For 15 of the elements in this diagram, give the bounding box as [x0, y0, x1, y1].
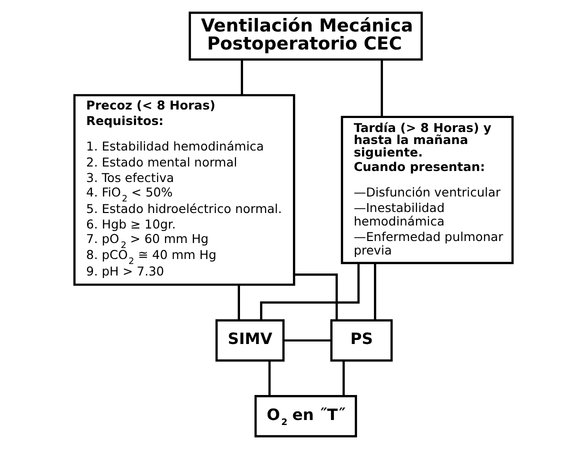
node-box: PS: [330, 319, 393, 362]
node-box: Precoz (< 8 Horas) Requisitos: 1. Estabilidad hemodinámica 2. Estado mental normal 3. Tos efectiva 4. FiO$_{2}$ < 50% 5. Estado hidroeléctrico normal. 6. Hgb ≥ 10gr. 7. pO$_{2}$ > 60 mm Hg 8. pCO$_{2}$ ≅ 40 mm Hg 9. pH > 7.30: [73, 94, 296, 286]
connector: [294, 274, 338, 320]
connector: [374, 262, 376, 320]
connector: [238, 284, 240, 320]
node-box: Tardía (> 8 Horas) y hasta la mañana siguiente. Cuando presentan: —Disfunción ventricular —Inestabilidad hemodinámica —Enfermedad pulmonar previa: [340, 116, 514, 264]
connector: [260, 263, 360, 320]
connector: [283, 339, 332, 342]
connector: [268, 360, 271, 396]
connector: [380, 60, 383, 117]
node-box: O$_{2}$ en ˝T˝: [254, 395, 358, 438]
node-box: SIMV: [215, 319, 285, 362]
node-box: Ventilación Mecánica Postoperatorio CEC: [188, 12, 423, 61]
connector: [240, 60, 244, 96]
connector: [342, 360, 345, 396]
